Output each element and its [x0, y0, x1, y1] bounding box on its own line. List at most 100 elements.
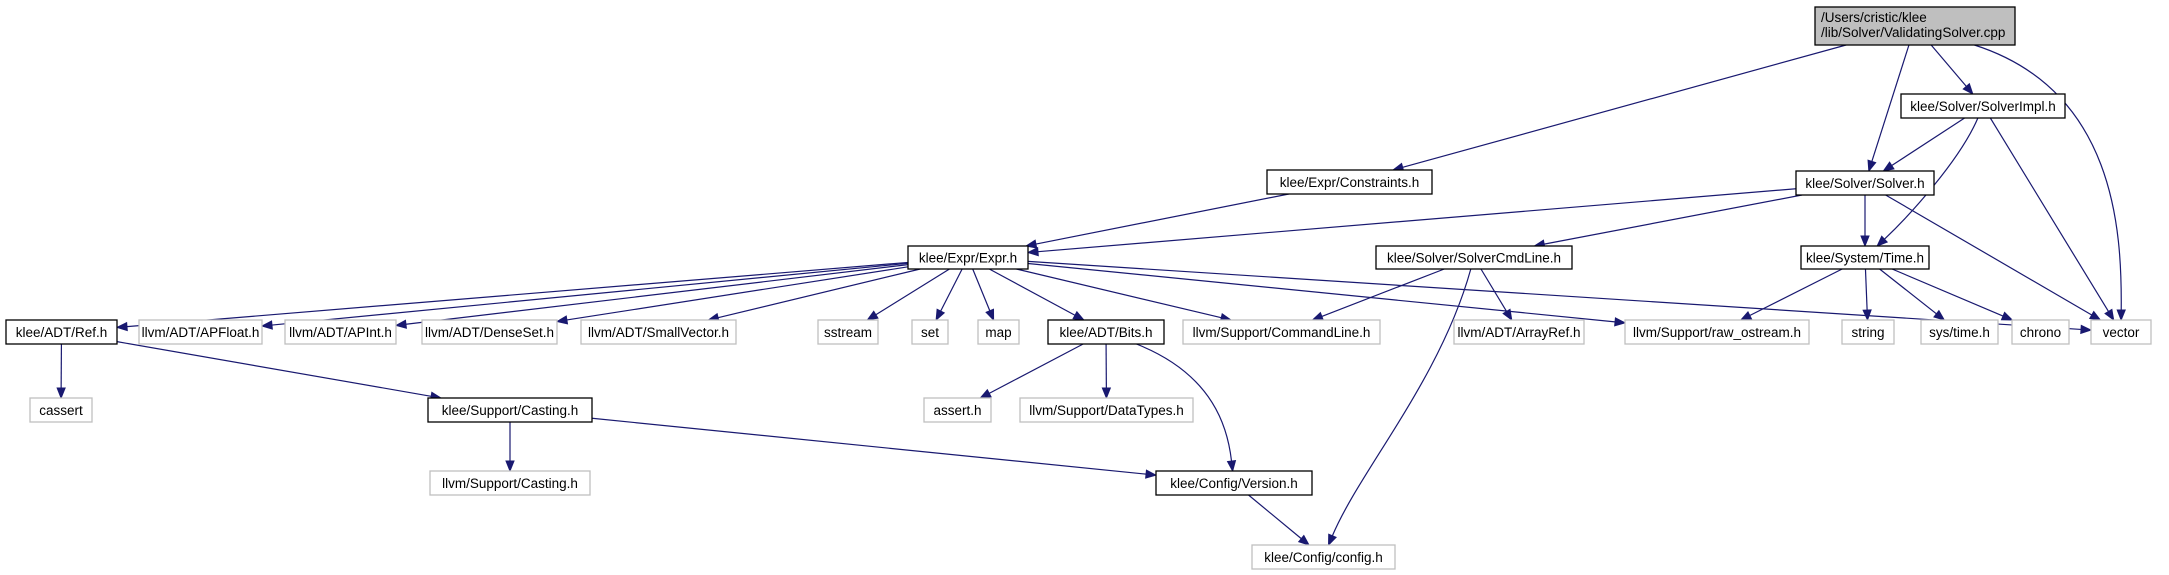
node-box — [1800, 245, 1930, 270]
node-label: klee/Solver/SolverImpl.h — [1910, 99, 2056, 114]
node-label: klee/Support/Casting.h — [442, 403, 579, 418]
edge-expr-to-set — [935, 268, 963, 322]
edge-bits-to-version — [1136, 343, 1237, 473]
arrowhead — [1026, 246, 1039, 257]
edge-casting-to-llvmcasting — [505, 422, 515, 473]
node-datatypes[interactable]: llvm/Support/DataTypes.h — [1019, 397, 1194, 423]
arrowhead — [394, 319, 407, 329]
arrowhead — [2000, 311, 2014, 321]
edge-line — [1930, 44, 1967, 87]
node-box — [1453, 319, 1585, 345]
node-box — [1841, 319, 1895, 345]
arrowhead — [56, 387, 66, 400]
node-solverimpl[interactable]: klee/Solver/SolverImpl.h — [1900, 93, 2066, 119]
node-chrono[interactable]: chrono — [2011, 319, 2070, 345]
node-box — [1182, 319, 1381, 345]
node-casting[interactable]: klee/Support/Casting.h — [427, 397, 593, 423]
node-label: klee/ADT/Bits.h — [1059, 325, 1152, 340]
node-label: klee/System/Time.h — [1806, 251, 1924, 266]
node-box — [923, 397, 992, 423]
arrowhead — [260, 320, 273, 330]
edge-expr-to-apint — [394, 264, 909, 329]
node-apfloat[interactable]: llvm/ADT/APFloat.h — [138, 319, 263, 345]
arrowhead — [1614, 317, 1627, 327]
node-box — [1624, 319, 1810, 345]
edge-solver-to-solvercmdline — [1533, 194, 1803, 249]
node-box — [427, 397, 593, 423]
node-box — [1900, 93, 2066, 119]
node-constraints[interactable]: klee/Expr/Constraints.h — [1266, 169, 1433, 195]
node-box — [977, 319, 1020, 345]
node-string[interactable]: string — [1841, 319, 1895, 345]
edge-ref-to-casting — [116, 341, 443, 401]
arrowhead — [1145, 469, 1158, 479]
node-solvercmdline[interactable]: klee/Solver/SolverCmdLine.h — [1375, 245, 1573, 270]
node-version[interactable]: klee/Config/Version.h — [1155, 470, 1313, 496]
arrowhead — [1311, 311, 1325, 321]
node-box — [1795, 170, 1935, 196]
edge-line — [1035, 193, 1289, 245]
edge-time-to-systime — [1879, 268, 1946, 321]
node-ref[interactable]: klee/ADT/Ref.h — [5, 319, 118, 345]
node-set[interactable]: set — [911, 319, 949, 345]
node-label: klee/Expr/Expr.h — [919, 251, 1017, 266]
node-box — [138, 319, 263, 345]
node-validating[interactable]: /Users/cristic/klee/lib/Solver/Validatin… — [1814, 6, 2016, 46]
node-vector[interactable]: vector — [2090, 319, 2152, 345]
arrowhead — [1024, 239, 1038, 249]
node-systime[interactable]: sys/time.h — [1920, 319, 1999, 345]
node-box — [284, 319, 397, 345]
node-box — [1814, 6, 2016, 46]
node-time[interactable]: klee/System/Time.h — [1800, 245, 1930, 270]
edge-validating-to-solverimpl — [1930, 44, 1974, 96]
node-sstream[interactable]: sstream — [817, 319, 879, 345]
edge-constraints-to-expr — [1024, 193, 1289, 249]
node-label: assert.h — [933, 403, 981, 418]
arrowhead — [115, 321, 128, 332]
node-label: set — [921, 325, 939, 340]
edge-expr-to-map — [972, 268, 995, 322]
node-denseset[interactable]: llvm/ADT/DenseSet.h — [421, 319, 558, 345]
node-expr[interactable]: klee/Expr/Expr.h — [907, 245, 1029, 270]
node-label: llvm/Support/CommandLine.h — [1193, 325, 1371, 340]
edges-layer — [56, 44, 2126, 547]
arrowhead — [505, 460, 515, 473]
edge-line — [1749, 268, 1843, 317]
edge-expr-to-smallvector — [707, 268, 921, 323]
edge-ref-to-cassert — [56, 343, 66, 400]
node-solver[interactable]: klee/Solver/Solver.h — [1795, 170, 1935, 196]
node-raw_ostream[interactable]: llvm/Support/raw_ostream.h — [1624, 319, 1810, 345]
edge-line — [1027, 260, 2082, 331]
node-label: sstream — [824, 325, 872, 340]
node-label: llvm/ADT/SmallVector.h — [588, 325, 729, 340]
edge-time-to-chrono — [1891, 268, 2014, 321]
node-asserth[interactable]: assert.h — [923, 397, 992, 423]
node-apint[interactable]: llvm/ADT/APInt.h — [284, 319, 397, 345]
arrowhead — [1101, 387, 1112, 400]
edge-expr-to-ref — [115, 261, 909, 332]
edge-expr-to-vector — [1027, 260, 2093, 335]
edge-line — [1037, 188, 1797, 253]
edge-line — [271, 262, 909, 326]
edge-expr-to-commandline — [1016, 268, 1233, 323]
node-label: llvm/Support/Casting.h — [442, 476, 578, 491]
edge-validating-to-vector — [1974, 44, 2126, 322]
node-label: chrono — [2020, 325, 2061, 340]
node-box — [907, 245, 1029, 270]
edge-line — [1136, 343, 1233, 462]
node-config[interactable]: klee/Config/config.h — [1251, 544, 1396, 570]
arrowhead — [1867, 159, 1877, 173]
edge-solvercmdline-to-commandline — [1311, 268, 1445, 321]
arrowhead — [1862, 309, 1872, 322]
node-map[interactable]: map — [977, 319, 1020, 345]
node-arrayref[interactable]: llvm/ADT/ArrayRef.h — [1453, 319, 1585, 345]
node-box — [1047, 319, 1165, 345]
node-box — [1266, 169, 1433, 195]
node-smallvector[interactable]: llvm/ADT/SmallVector.h — [580, 319, 737, 345]
node-bits[interactable]: klee/ADT/Bits.h — [1047, 319, 1165, 345]
node-llvmcasting[interactable]: llvm/Support/Casting.h — [429, 470, 591, 496]
edge-line — [1321, 268, 1445, 317]
node-label: map — [985, 325, 1011, 340]
node-commandline[interactable]: llvm/Support/CommandLine.h — [1182, 319, 1381, 345]
node-cassert[interactable]: cassert — [29, 397, 93, 423]
